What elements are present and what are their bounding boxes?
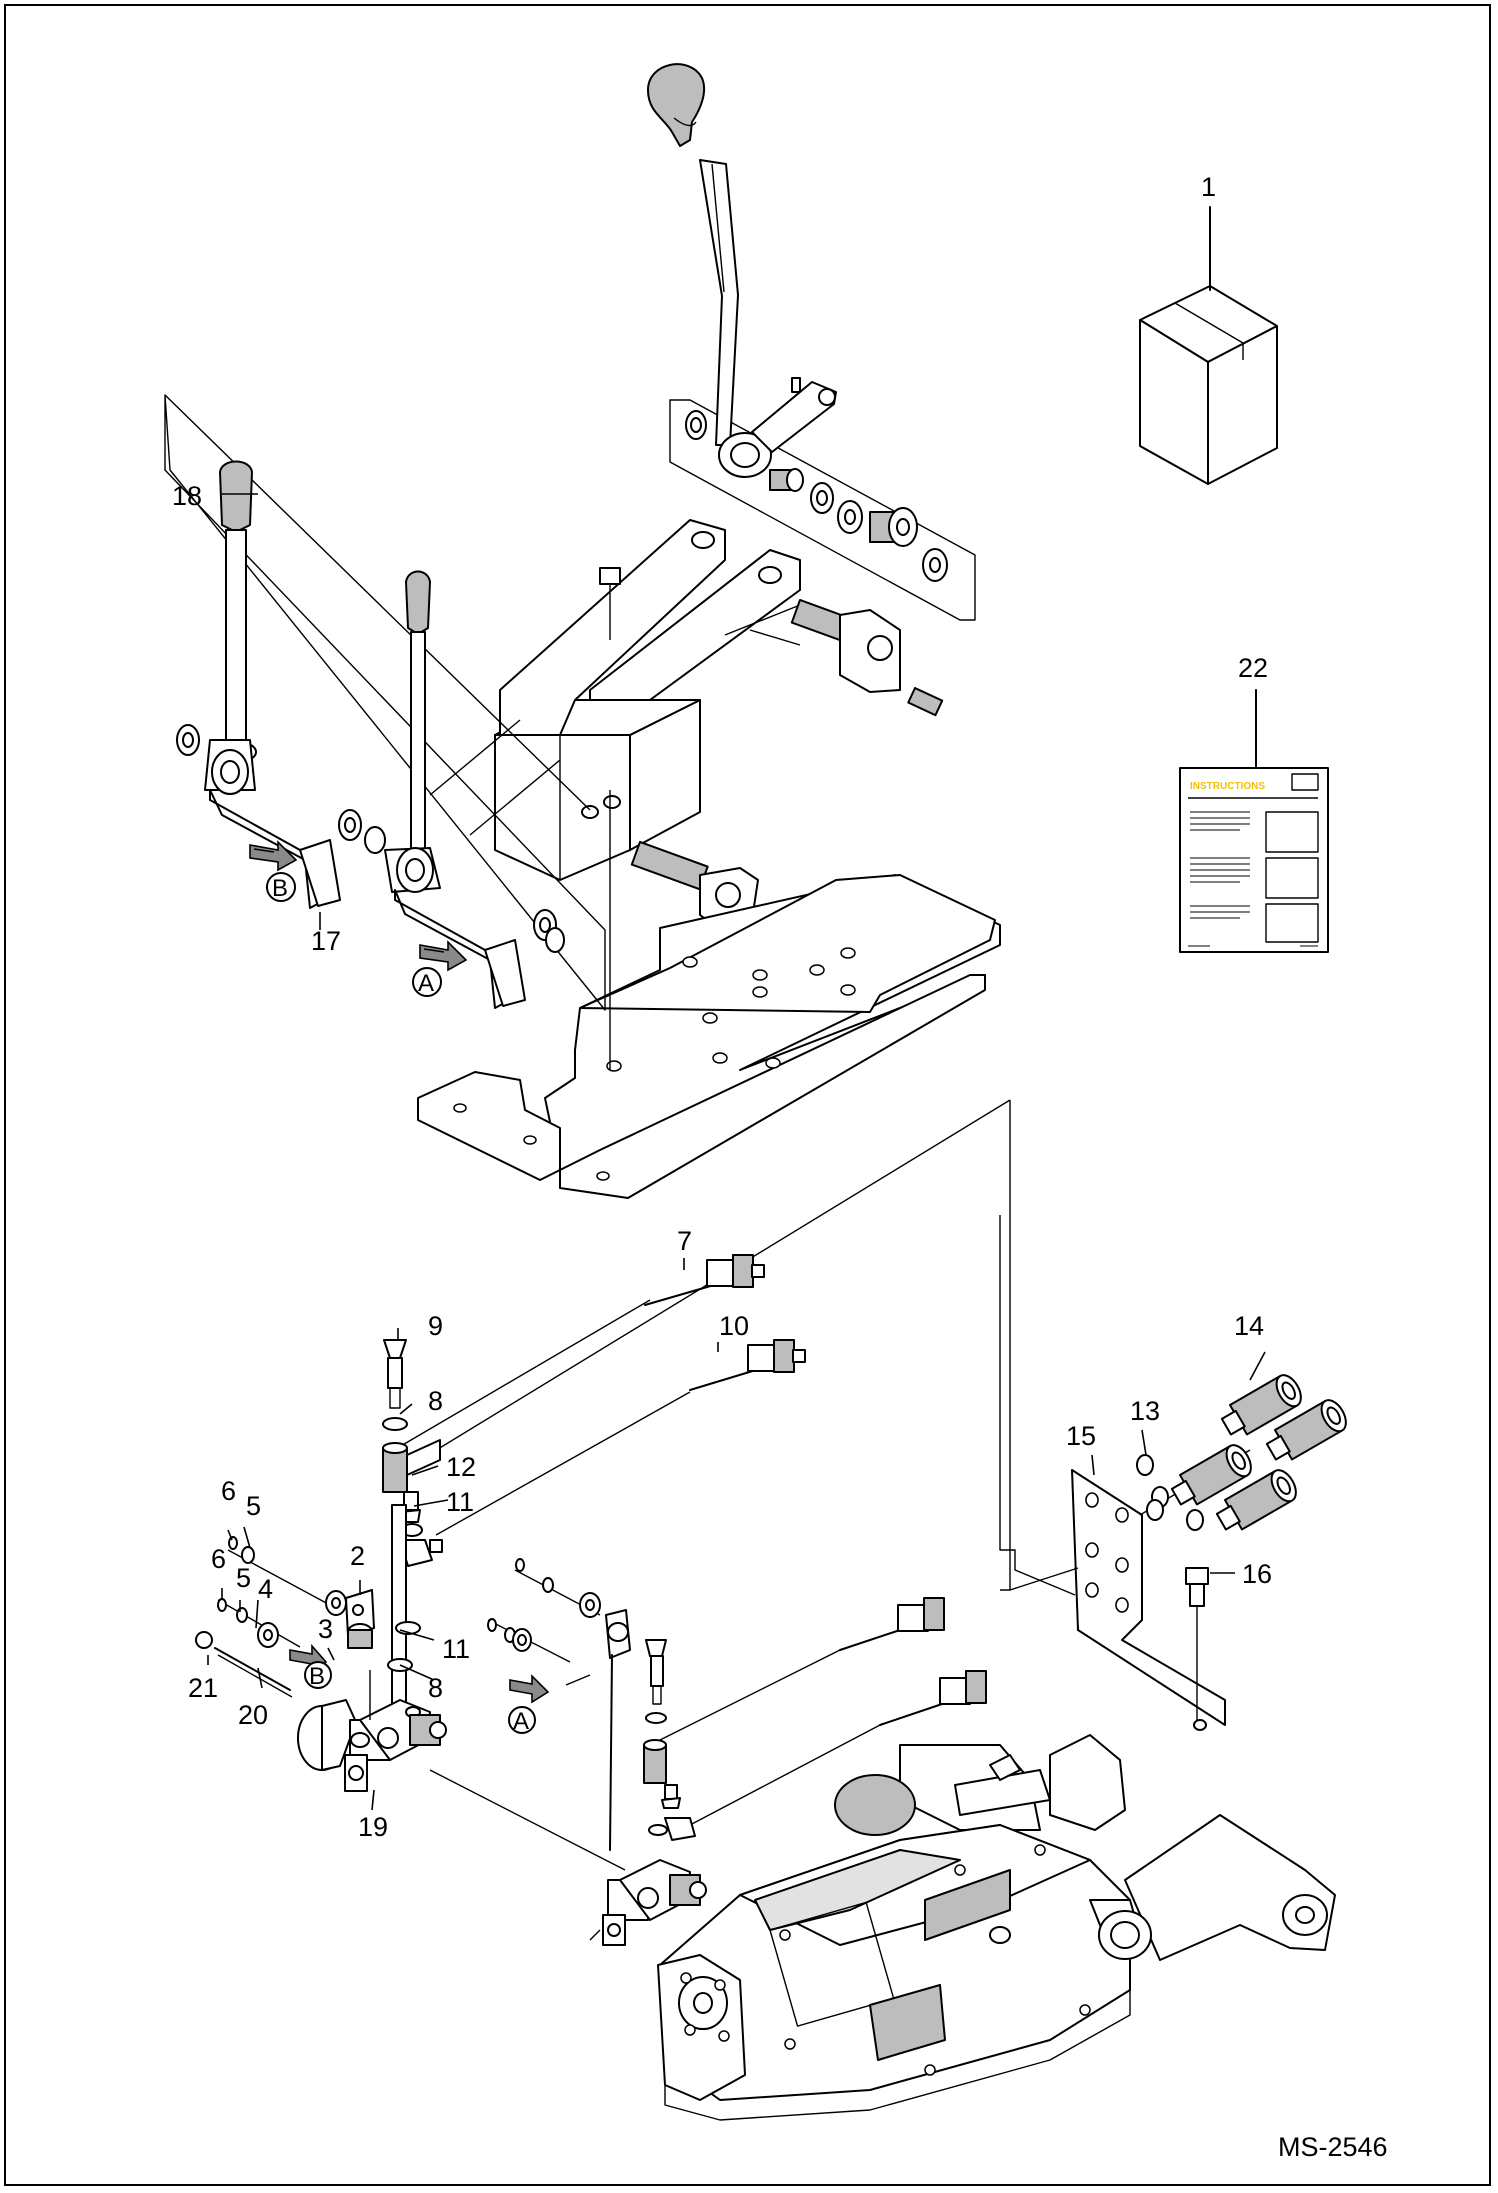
callout-19: 19 — [358, 1812, 388, 1842]
callout-12: 12 — [446, 1452, 476, 1482]
view-marker-b-top: B — [272, 875, 288, 902]
callout-20: 20 — [238, 1700, 268, 1730]
callout-9: 9 — [428, 1311, 443, 1341]
hydraulic-lift-housing — [657, 1734, 1336, 2121]
callout-15: 15 — [1066, 1421, 1096, 1451]
bolt-16 — [1185, 1567, 1209, 1720]
callout-4: 4 — [258, 1574, 273, 1604]
view-marker-a-bottom: A — [513, 1708, 529, 1735]
control-cable-10 — [435, 1339, 806, 1536]
callout-5-bottom: 5 — [236, 1563, 251, 1593]
auxiliary-lever-assembly — [164, 394, 606, 1011]
quick-couplers-14 — [1170, 1374, 1347, 1531]
callout-leaders — [207, 493, 1266, 1811]
control-cable-lower-a — [649, 1597, 945, 1746]
callout-6-top: 6 — [221, 1476, 236, 1506]
callout-11-top: 11 — [446, 1487, 474, 1517]
lever-mounting-bracket — [494, 519, 944, 933]
callout-8-top: 8 — [428, 1386, 443, 1416]
callout-5-top: 5 — [246, 1491, 261, 1521]
control-cable-7 — [393, 1254, 765, 1451]
callout-8-bottom: 8 — [428, 1673, 443, 1703]
callout-6-bottom: 6 — [211, 1544, 226, 1574]
callout-22: 22 — [1238, 653, 1268, 683]
left-linkage-group: B — [195, 1536, 447, 1792]
callout-21: 21 — [188, 1673, 218, 1703]
view-arrow-a-top: A — [412, 940, 468, 997]
callout-1: 1 — [1201, 172, 1216, 202]
manual-title: INSTRUCTIONS — [1190, 781, 1265, 792]
callout-17: 17 — [311, 926, 341, 956]
callout-16: 16 — [1242, 1559, 1272, 1589]
callout-3: 3 — [318, 1614, 333, 1644]
callout-2: 2 — [350, 1541, 365, 1571]
callout-13: 13 — [1130, 1396, 1160, 1426]
callout-14: 14 — [1234, 1311, 1264, 1341]
control-cable-lower-b — [689, 1670, 987, 1826]
main-control-lever — [647, 63, 976, 621]
kit-box — [1139, 206, 1278, 485]
center-linkage-group: A — [429, 1558, 707, 1946]
callout-10: 10 — [719, 1311, 749, 1341]
callout-18: 18 — [172, 481, 202, 511]
view-marker-a-top: A — [418, 970, 434, 997]
drawing-border — [4, 4, 1491, 2186]
document-id: MS-2546 — [1278, 2132, 1388, 2162]
view-arrow-b-top: B — [249, 840, 298, 902]
callout-labels: 1 22 18 17 7 10 9 8 12 11 11 8 6 5 6 5 4… — [172, 172, 1272, 1842]
mounting-plates — [417, 790, 1001, 1199]
instruction-manual: INSTRUCTIONS — [1179, 689, 1329, 953]
view-marker-b-bottom: B — [309, 1663, 325, 1690]
o-rings-13 — [1136, 1454, 1204, 1531]
callout-11-bottom: 11 — [442, 1634, 470, 1664]
callout-7: 7 — [677, 1226, 692, 1256]
